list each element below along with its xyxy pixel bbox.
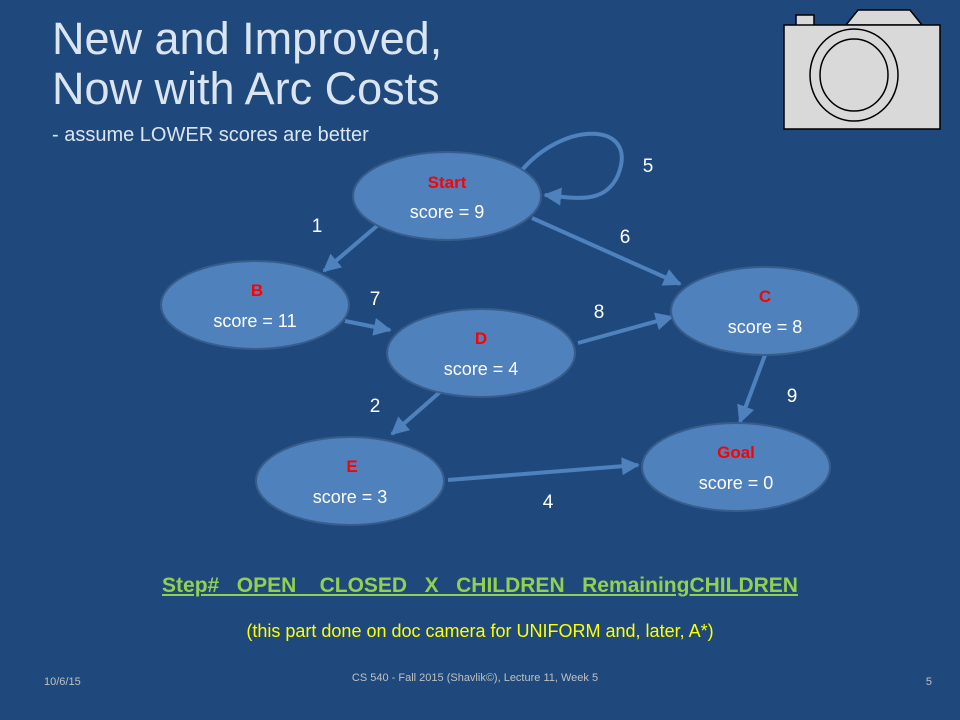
edge-e-goal (447, 457, 640, 482)
node-b-name: B (251, 281, 263, 300)
edge-start-b (322, 223, 380, 273)
edge-start-start (516, 131, 624, 206)
trace-table-note: (this part done on doc camera for UNIFOR… (246, 621, 714, 641)
edge-b-d (344, 317, 392, 336)
cost-start-c: 6 (620, 227, 631, 248)
node-goal-name: Goal (717, 443, 755, 462)
node-start: Start score = 9 (352, 151, 542, 241)
footer-date: 10/6/15 (44, 676, 81, 688)
slide-title: New and Improved, Now with Arc Costs (52, 14, 442, 114)
node-start-name: Start (428, 173, 467, 192)
slide-subtitle: - assume LOWER scores are better (52, 124, 369, 146)
node-d-score: score = 4 (444, 359, 519, 379)
node-e: E score = 3 (255, 436, 445, 526)
camera-icon (783, 9, 941, 130)
edge-start-c (531, 216, 682, 286)
node-c-name: C (759, 287, 771, 306)
node-c-score: score = 8 (728, 317, 803, 337)
node-b: B score = 11 (160, 260, 350, 350)
edge-d-e (390, 390, 442, 436)
node-d-name: D (475, 329, 487, 348)
node-e-name: E (346, 457, 357, 476)
cost-start-b: 1 (312, 216, 323, 237)
search-graph: Start score = 9 B score = 11 C score = 8… (160, 131, 860, 526)
cost-b-d: 7 (370, 289, 381, 310)
cost-d-e: 2 (370, 396, 381, 417)
node-goal-score: score = 0 (699, 473, 774, 493)
trace-table-header: Step# OPEN CLOSED X CHILDREN RemainingCH… (162, 574, 798, 597)
node-b-score: score = 11 (213, 311, 296, 331)
node-start-score: score = 9 (410, 202, 485, 222)
node-goal: Goal score = 0 (641, 422, 831, 512)
title-line-1: New and Improved, (52, 13, 443, 64)
node-d: D score = 4 (386, 308, 576, 398)
node-c: C score = 8 (670, 266, 860, 356)
edge-c-goal (737, 354, 767, 424)
title-line-2: Now with Arc Costs (52, 63, 440, 114)
edge-d-c (577, 312, 674, 345)
footer-course: CS 540 - Fall 2015 (Shavlik©), Lecture 1… (351, 672, 599, 684)
cost-c-goal: 9 (787, 386, 798, 407)
cost-e-goal: 4 (543, 492, 554, 513)
cost-d-c: 8 (594, 302, 605, 323)
node-e-score: score = 3 (313, 487, 388, 507)
footer-page-number: 5 (925, 676, 932, 688)
cost-start-start: 5 (643, 156, 654, 177)
